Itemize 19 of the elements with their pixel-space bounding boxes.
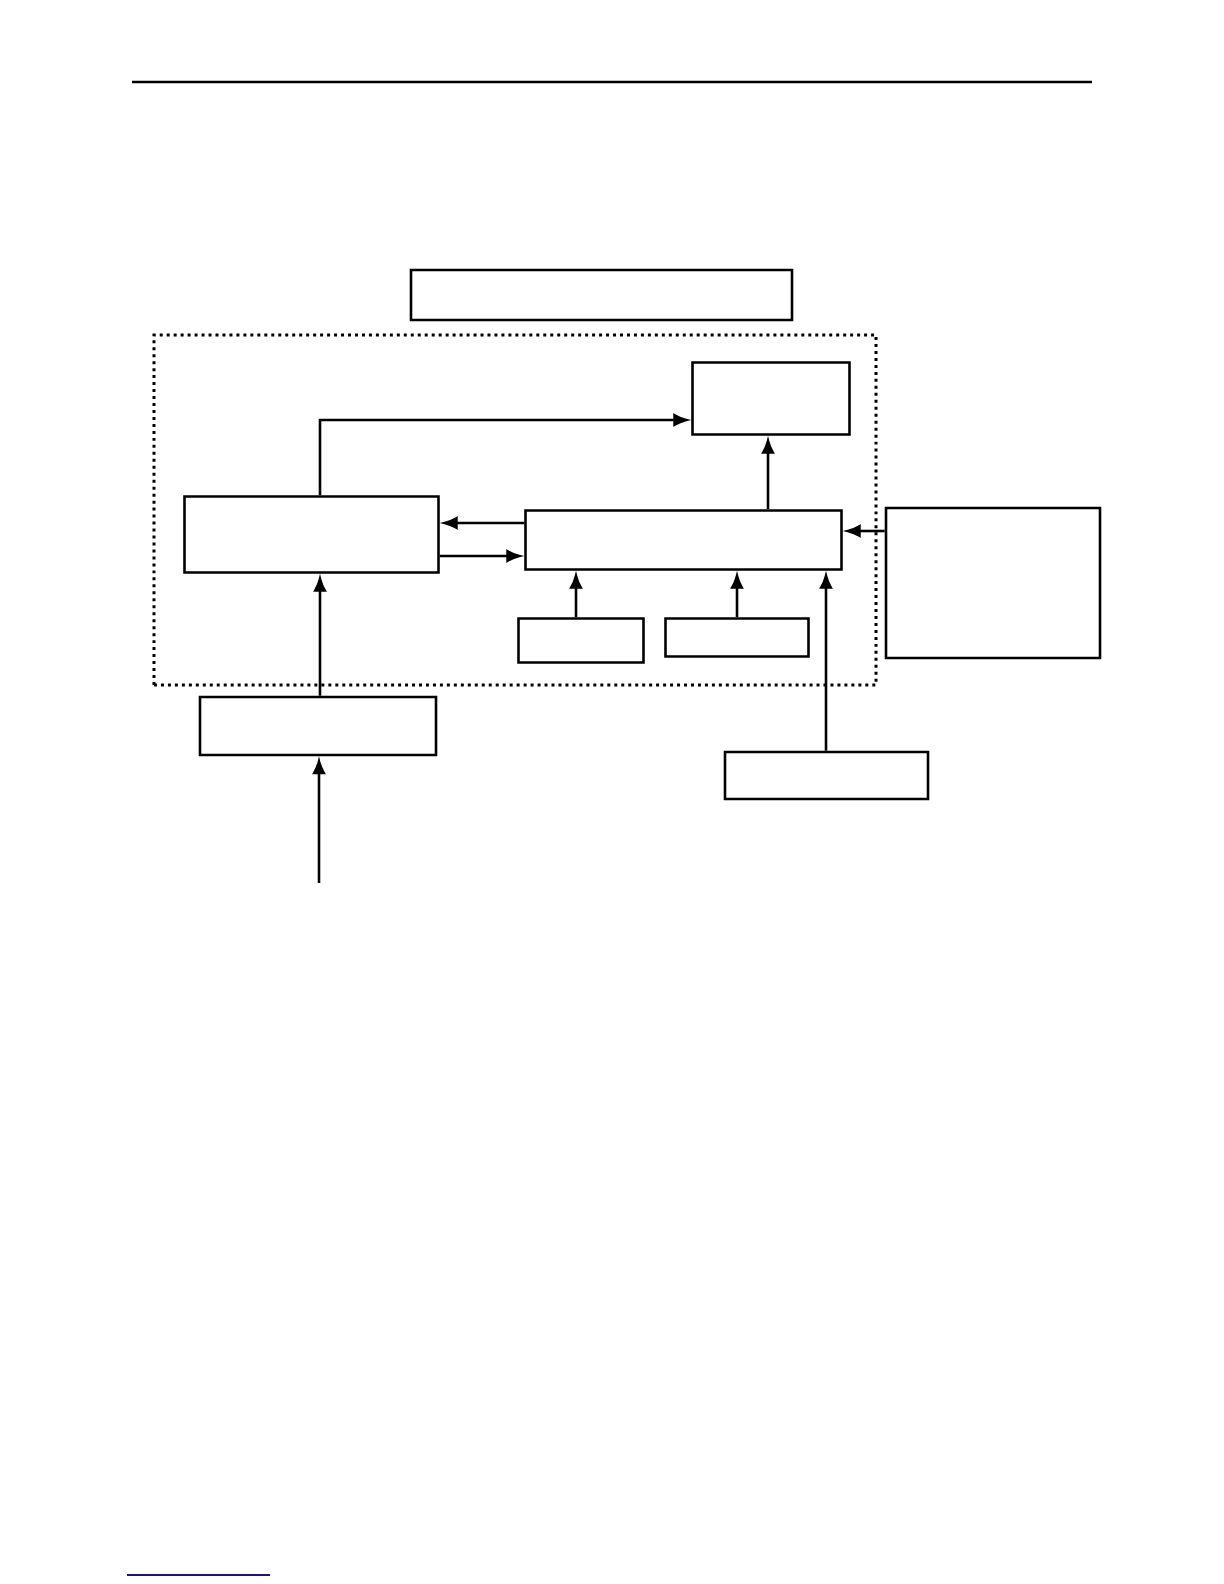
arrow bbox=[570, 574, 582, 618]
arrow bbox=[318, 414, 688, 496]
arrow bbox=[731, 574, 743, 618]
process-box bbox=[409, 268, 794, 322]
process-box bbox=[198, 695, 438, 757]
arrow bbox=[820, 574, 832, 751]
process-box bbox=[691, 361, 851, 436]
process-box bbox=[723, 750, 930, 801]
arrow bbox=[439, 550, 521, 562]
arrow bbox=[762, 439, 774, 510]
arrow bbox=[846, 525, 885, 537]
group-frame bbox=[152, 333, 878, 687]
process-box bbox=[664, 617, 810, 658]
arrow bbox=[443, 517, 525, 529]
process-box bbox=[183, 495, 440, 574]
arrow bbox=[314, 577, 326, 696]
process-box bbox=[884, 506, 1102, 660]
process-box bbox=[517, 617, 645, 664]
process-box bbox=[524, 509, 843, 571]
